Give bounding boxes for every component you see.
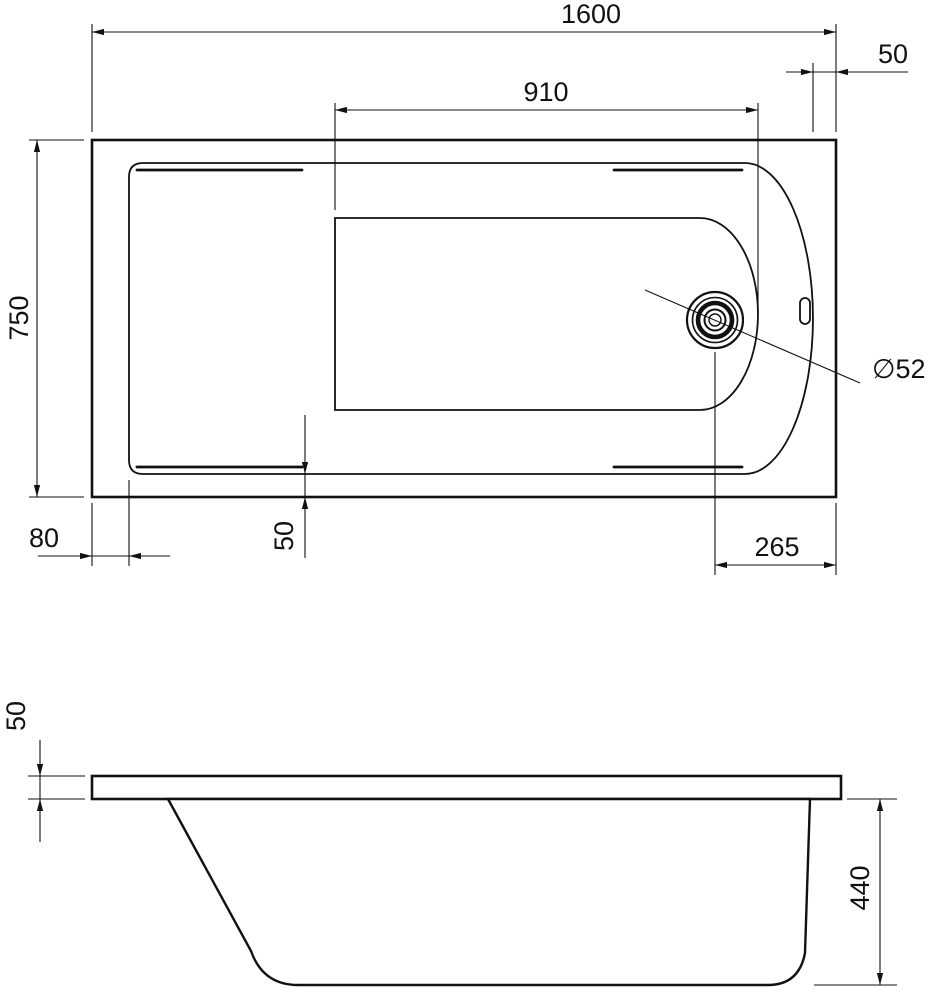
dim-rim-width-side: 50: [269, 415, 309, 558]
drain-ring: [708, 313, 722, 327]
dim-label-tub-depth: 440: [845, 865, 875, 910]
drain-ring: [695, 300, 735, 340]
dim-drain-offset: 265: [714, 352, 837, 575]
dim-rim-height: 50: [1, 701, 85, 842]
dim-label-overall-width: 750: [4, 295, 34, 340]
dim-label-floor-length: 910: [523, 77, 568, 107]
dim-label-rim-height: 50: [1, 701, 31, 731]
top-view: ∅52 1600 910 50 750: [4, 0, 926, 575]
dim-overall-length: 1600: [91, 0, 837, 132]
basin-floor-edge: [334, 217, 759, 411]
dim-label-rim-width-side: 50: [269, 521, 299, 551]
drain-ring: [703, 308, 727, 332]
rim-profile: [90, 774, 843, 801]
dim-label-overall-length: 1600: [561, 0, 621, 29]
dim-label-drain-offset: 265: [754, 532, 799, 562]
side-view: 50 440: [1, 701, 897, 987]
tub-rim-inner-edge: [128, 162, 814, 475]
drain-ring: [691, 296, 739, 344]
dim-label-drain-diameter: ∅52: [872, 354, 926, 384]
overflow-hole-icon: [799, 297, 811, 325]
dim-rim-width-foot: 80: [29, 480, 170, 566]
dim-label-rim-width-head: 50: [878, 39, 908, 69]
dim-tub-depth: 440: [814, 798, 897, 986]
dim-label-rim-width-foot: 80: [29, 523, 59, 553]
dim-overall-width: 750: [4, 139, 84, 498]
dim-rim-width-head: 50: [786, 39, 908, 132]
tub-body-profile: [165, 797, 812, 987]
dim-floor-length: 910: [334, 77, 759, 306]
drain-leader-line: [644, 289, 861, 384]
